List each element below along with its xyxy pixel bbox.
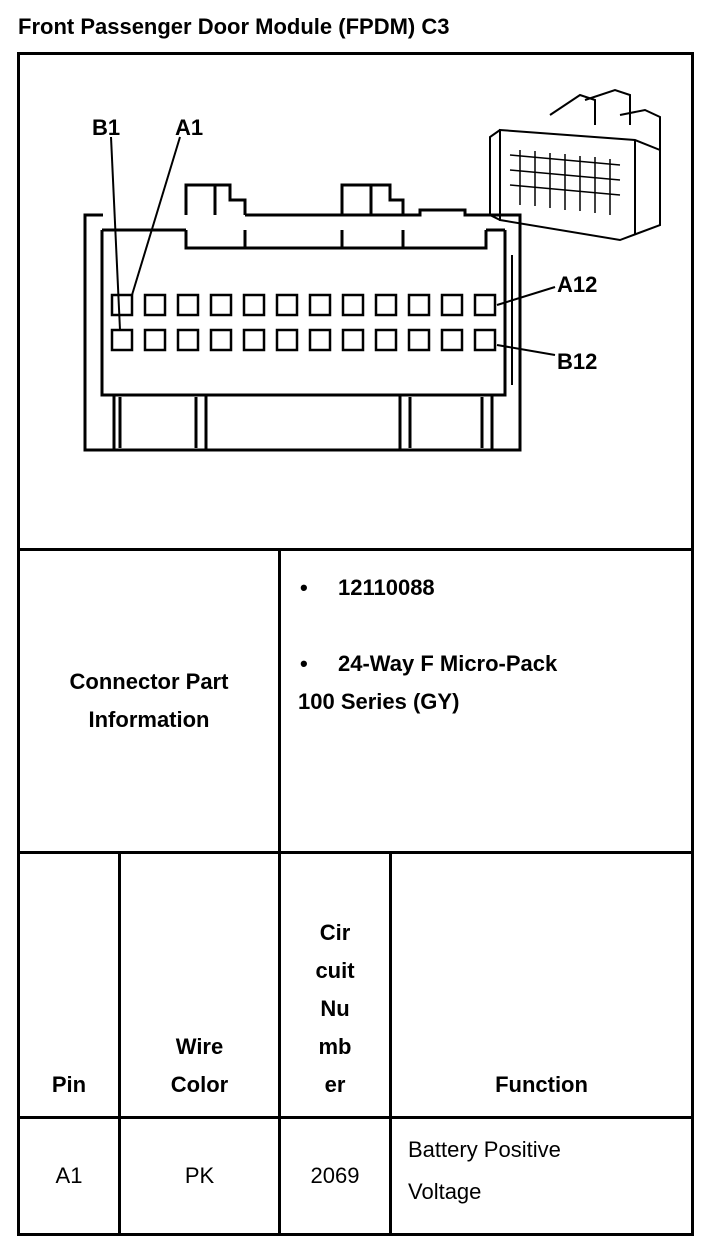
divider: [20, 851, 691, 854]
table-row: Battery Positive Voltage: [392, 1119, 691, 1233]
description-line2: 100 Series (GY): [298, 689, 460, 714]
divider: [118, 851, 121, 1233]
cavity-row-a-cavity: [374, 293, 398, 317]
cavity-row-b-cavity: [176, 328, 200, 352]
header-function-text: Function: [495, 1072, 588, 1097]
cavity-row-b-cavity: [242, 328, 266, 352]
cavity-row-b-cavity: [275, 328, 299, 352]
connector-info-label-line1: Connector Part: [69, 669, 229, 694]
cavity-row-b-cavity: [341, 328, 365, 352]
cavity-row-b-cavity: [110, 328, 134, 352]
divider: [20, 548, 691, 551]
cell-function-line2: Voltage: [408, 1179, 482, 1204]
header-wire-line2: Color: [170, 1072, 229, 1097]
cavity-row-a-cavity: [242, 293, 266, 317]
divider: [278, 851, 281, 1233]
cavity-row-b-cavity: [374, 328, 398, 352]
bullet: •: [300, 651, 308, 676]
page-title: Front Passenger Door Module (FPDM) C3: [18, 14, 450, 39]
connector-isometric-icon: [489, 88, 661, 242]
cavity-row-a-cavity: [440, 293, 464, 317]
label-b12: B12: [557, 349, 597, 374]
header-pin-text: Pin: [51, 1072, 87, 1097]
cell-pin: A1: [55, 1163, 83, 1188]
header-wire-line1: Wire: [175, 1034, 224, 1059]
cavity-row-b-cavity: [143, 328, 167, 352]
divider: [389, 851, 392, 1233]
cavity-row-b-cavity: [209, 328, 233, 352]
description-line1: 24-Way F Micro-Pack: [338, 651, 558, 676]
header-function: Function: [392, 854, 691, 1116]
header-circuit-part: Nu: [320, 996, 350, 1021]
divider: [20, 1116, 691, 1119]
cell-circuit: 2069: [310, 1163, 360, 1188]
divider: [278, 548, 281, 851]
cavity-row-a-cavity: [209, 293, 233, 317]
cavity-row-b-cavity: [473, 328, 497, 352]
cavity-grid: [110, 293, 497, 352]
cavity-row-b-cavity: [440, 328, 464, 352]
label-a1: A1: [175, 115, 203, 140]
cavity-row-a-cavity: [143, 293, 167, 317]
header-circuit-part: Cir: [319, 920, 351, 945]
cavity-row-a-cavity: [275, 293, 299, 317]
header-wire-color: Wire Color: [121, 854, 278, 1116]
cavity-row-b-cavity: [308, 328, 332, 352]
connector-info-label: Connector Part Information: [20, 551, 278, 851]
connector-diagram: B1 A1 A12 B12: [20, 55, 691, 548]
cavity-row-a-cavity: [473, 293, 497, 317]
connector-table: B1 A1 A12 B12 Connector Part Information…: [17, 52, 694, 1236]
table-row: A1: [20, 1119, 118, 1233]
part-number: 12110088: [338, 575, 435, 600]
cavity-row-a-cavity: [176, 293, 200, 317]
bullet: •: [300, 575, 308, 600]
header-circuit-part: mb: [318, 1034, 352, 1059]
header-circuit-part: er: [324, 1072, 346, 1097]
cavity-row-a-cavity: [308, 293, 332, 317]
cell-function-line1: Battery Positive: [408, 1137, 561, 1162]
header-pin: Pin: [20, 854, 118, 1116]
label-a12: A12: [557, 272, 597, 297]
table-row: 2069: [281, 1119, 389, 1233]
cavity-row-b-cavity: [407, 328, 431, 352]
header-circuit-number: Cir cuit Nu mb er: [281, 854, 389, 1116]
table-row: PK: [121, 1119, 278, 1233]
connector-face-drawing: B1 A1 A12 B12: [83, 88, 661, 452]
cell-wire-color: PK: [184, 1163, 215, 1188]
cavity-row-a-cavity: [341, 293, 365, 317]
cavity-row-a-cavity: [407, 293, 431, 317]
header-circuit-part: cuit: [315, 958, 355, 983]
connector-info-label-line2: Information: [88, 707, 210, 732]
label-b1: B1: [92, 115, 120, 140]
cavity-row-a-cavity: [110, 293, 134, 317]
